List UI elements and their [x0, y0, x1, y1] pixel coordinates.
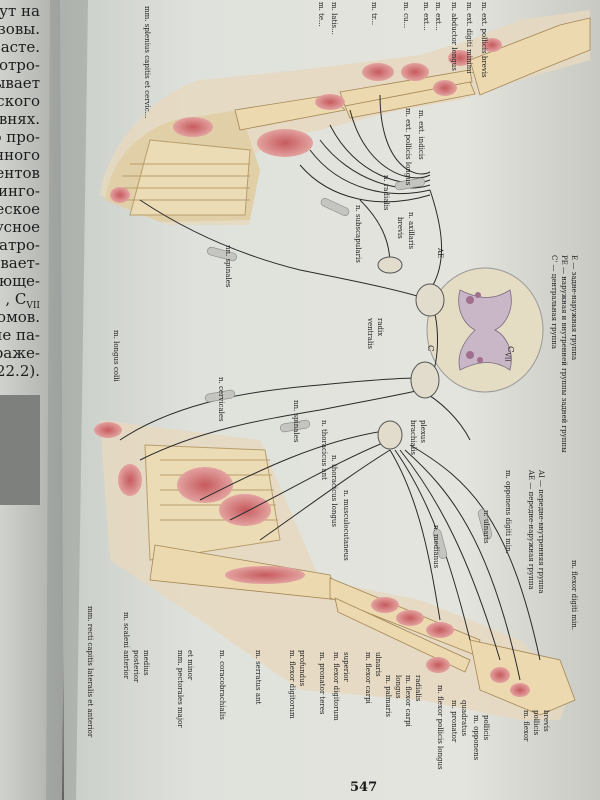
label-m-cu: m. cu...: [402, 2, 410, 29]
plexus-rings: [377, 256, 445, 450]
label-nn-spinales-upper: nn. spinales: [224, 245, 232, 288]
legend-upper-3: C' — центральная группа: [550, 255, 558, 350]
left-page-line: раже-: [0, 344, 40, 362]
left-page-line: о бывает: [0, 74, 40, 92]
left-page-line: ак миасте.: [0, 38, 40, 56]
legend-lower-2: AE — передне-наружная группа: [527, 470, 535, 590]
label-recti-capitis: mm. recti capitis lateralis et anterior: [86, 606, 94, 738]
label-m-latis: m. latis...: [330, 2, 338, 35]
label-medianus: n. medianus: [432, 525, 440, 569]
label-pectorales-2: et minor: [186, 650, 194, 681]
spinal-cord-section: [426, 267, 544, 393]
left-page-text: укнут на ализовы. ак миасте. амиотро- о …: [0, 0, 44, 380]
label-ulnaris: n. ulnaris: [482, 510, 490, 544]
label-m-te: m. te...: [317, 2, 325, 27]
label-flexor-profundus-2: profundus: [298, 650, 306, 687]
left-page-line: ние па-: [0, 326, 40, 344]
left-page-line: ующе-: [0, 272, 40, 290]
label-flexor-carpi-ulnaris-2: ulnaris: [374, 652, 382, 677]
label-ext-pollicis-longus: m. ext. pollicis longus: [404, 108, 412, 186]
label-musculocutaneus: n. musculocutaneus: [342, 490, 350, 561]
label-abductor: m. abductor longus: [450, 2, 458, 71]
label-opponens-pollicis-1: m. opponens: [472, 715, 480, 761]
left-page-line: сиринго-: [0, 182, 40, 200]
left-page-line: гментов: [0, 164, 40, 182]
left-page-line: ическое: [0, 200, 40, 218]
label-plexus: plexus: [419, 420, 427, 443]
label-opponens-digiti: m. opponens digiti min.: [504, 470, 512, 554]
label-flexor-profundus-1: m. flexor digitorum: [288, 650, 296, 719]
label-scaleni-medius: medius: [142, 650, 150, 676]
left-page-line: укнут на: [0, 2, 40, 20]
label-radix: radix: [376, 318, 384, 337]
label-C: C: [425, 345, 435, 352]
label-subscapularis: n. subscapularis: [354, 205, 362, 263]
label-palmaris-1: m. palmaris: [384, 675, 392, 717]
label-pronator-teres: m. pronator teres: [318, 652, 326, 715]
label-thoracicus-longus: n. thoracicus longus: [330, 455, 338, 527]
label-ext-pollicis: m. ext. pollicis brevis: [480, 2, 488, 78]
label-flexor-superior-2: superior: [342, 652, 350, 682]
left-page-line: уровнях.: [0, 110, 40, 128]
label-C-VII: CVII: [503, 346, 515, 362]
label-pectorales-1: mm. pectorales major: [176, 650, 184, 728]
label-flexor-carpi-ulnaris-1: m. flexor carpi: [364, 652, 372, 704]
label-scaleni: m. scaleni anterior: [122, 612, 130, 679]
label-flexor-digiti: m. flexor digiti min.: [570, 560, 578, 630]
label-ext-digiti: m. ext. digiti minimi: [465, 2, 473, 74]
left-page-line: арусное: [0, 218, 40, 236]
left-page-line: .) атро-: [0, 236, 40, 254]
label-palmaris-2: longus: [394, 675, 402, 699]
left-page-line: амиотро-: [0, 56, 40, 74]
label-thoracicus-ant: n. thoracicus ant: [320, 420, 328, 480]
left-page-line: ического: [0, 92, 40, 110]
left-page-photo: [0, 395, 40, 505]
label-n-cervicales: n. cervicales: [217, 377, 225, 422]
label-flexor-pollicis-brevis-2: pollicis: [532, 710, 540, 736]
left-page-line: , CVII: [5, 290, 40, 311]
left-page-line: гомов.: [0, 308, 40, 326]
label-longus-colli: m. longus colli: [112, 330, 120, 382]
label-axillaris: n. axillaris: [407, 212, 415, 250]
label-opponens-pollicis-2: pollicis: [482, 715, 490, 741]
page-number: 547: [350, 780, 378, 795]
label-flexor-carpi-radialis-1: m. flexor carpi: [404, 675, 412, 727]
label-m-tr: m. tr...: [370, 2, 378, 26]
label-AE-upper: AE: [436, 248, 444, 259]
label-nn-spinales-lower: nn. spinales: [292, 400, 300, 443]
legend-upper-2: PE — наружная и внутренней группы задней…: [560, 255, 568, 453]
label-pronator-quadratus-2: quadratus: [460, 700, 468, 737]
left-page-line: спинного: [0, 146, 40, 164]
lower-arm-figure: [94, 420, 576, 720]
label-flexor-superior-1: m. flexor digitorum: [332, 652, 340, 721]
label-splenius: mm. splenius capitis et cervic...: [143, 6, 151, 119]
label-m-ext-2: m. ext...: [434, 2, 442, 31]
label-brevis: brevis: [396, 217, 404, 239]
label-serratus: m. serratus ant: [254, 650, 262, 705]
label-brachialis: brachialis: [409, 420, 417, 455]
label-flexor-pollicis-longus: m. flexor pollicis longus: [436, 685, 444, 770]
left-page-line: 22.2).: [0, 362, 40, 380]
label-radialis: n. radialis: [382, 175, 390, 211]
left-page-line: ого про-: [0, 128, 40, 146]
left-page-line: ализовы.: [0, 20, 40, 38]
label-flexor-carpi-radialis-2: radialis: [414, 675, 422, 702]
label-flexor-pollicis-brevis-1: m. flexor: [522, 710, 530, 742]
left-page-line: ивает-: [0, 254, 40, 272]
label-ventralis: ventralis: [366, 318, 374, 350]
label-coracobrachialis: m. coracobrachialis: [218, 650, 226, 720]
label-scaleni-posterior: posterior: [132, 650, 140, 683]
legend-upper-1: E — задне-наружная группа: [570, 255, 578, 361]
label-m-ext-1: m. ext...: [422, 2, 430, 31]
legend-lower-1: AI — передне-внутренняя группа: [537, 470, 545, 594]
nerve-tags: [204, 177, 493, 559]
label-flexor-pollicis-brevis-3: brevis: [542, 710, 550, 732]
label-pronator-quadratus-1: m. pronator: [450, 700, 458, 743]
upper-arm-figure: [100, 10, 591, 225]
label-ext-indicis: m. ext. indicis: [417, 110, 425, 160]
